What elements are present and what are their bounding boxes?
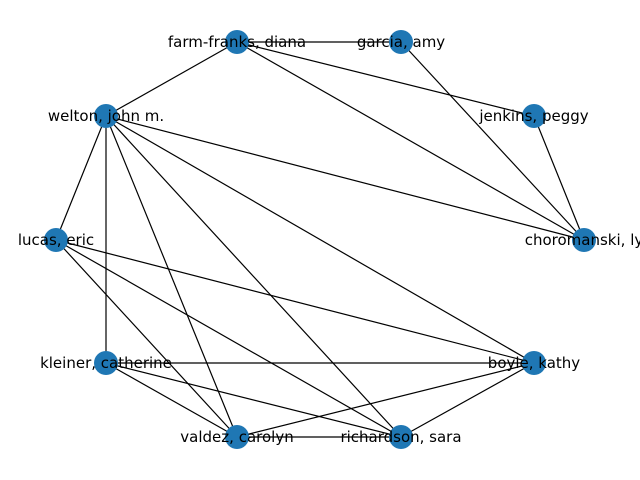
node-jenkins xyxy=(522,104,546,128)
node-valdez xyxy=(225,425,249,449)
edge-welton-valdez xyxy=(105,115,238,438)
node-label-kleiner: kleiner, catherine xyxy=(40,354,172,372)
edge-welton-lucas xyxy=(55,115,107,241)
edge-valdez-boyle xyxy=(236,362,535,438)
edge-richardson-boyle xyxy=(400,362,535,438)
edge-layer xyxy=(55,41,585,438)
node-garcia xyxy=(389,30,413,54)
edge-jenkins-choromanski xyxy=(533,115,585,241)
node-label-welton: welton, john m. xyxy=(48,107,164,125)
edge-welton-richardson xyxy=(105,115,402,438)
node-layer xyxy=(44,30,596,449)
edge-kleiner-valdez xyxy=(105,362,238,438)
node-boyle xyxy=(522,351,546,375)
node-choromanski xyxy=(572,228,596,252)
edge-garcia-choromanski xyxy=(400,41,585,241)
edge-welton-choromanski xyxy=(105,115,585,241)
node-label-garcia: garcia, amy xyxy=(357,33,445,51)
node-label-boyle: boyle, kathy xyxy=(488,354,581,372)
edge-kleiner-richardson xyxy=(105,362,402,438)
edge-farm-welton xyxy=(105,41,238,117)
node-kleiner xyxy=(94,351,118,375)
node-lucas xyxy=(44,228,68,252)
node-richardson xyxy=(389,425,413,449)
node-farm xyxy=(225,30,249,54)
edge-lucas-richardson xyxy=(55,239,402,438)
node-label-choromanski: choromanski, ly xyxy=(525,231,640,249)
node-label-farm: farm-franks, diana xyxy=(168,33,306,51)
node-label-jenkins: jenkins, peggy xyxy=(478,107,588,125)
node-label-richardson: richardson, sara xyxy=(340,428,461,446)
edge-lucas-valdez xyxy=(55,239,238,438)
edge-farm-jenkins xyxy=(236,41,535,117)
edge-farm-choromanski xyxy=(236,41,585,241)
edge-welton-boyle xyxy=(105,115,535,364)
node-label-lucas: lucas, eric xyxy=(18,231,94,249)
node-welton xyxy=(94,104,118,128)
edge-lucas-boyle xyxy=(55,239,535,364)
label-layer: farm-franks, diana garcia, amy jenkins, pe… xyxy=(18,33,640,446)
node-label-valdez: valdez, carolyn xyxy=(180,428,293,446)
